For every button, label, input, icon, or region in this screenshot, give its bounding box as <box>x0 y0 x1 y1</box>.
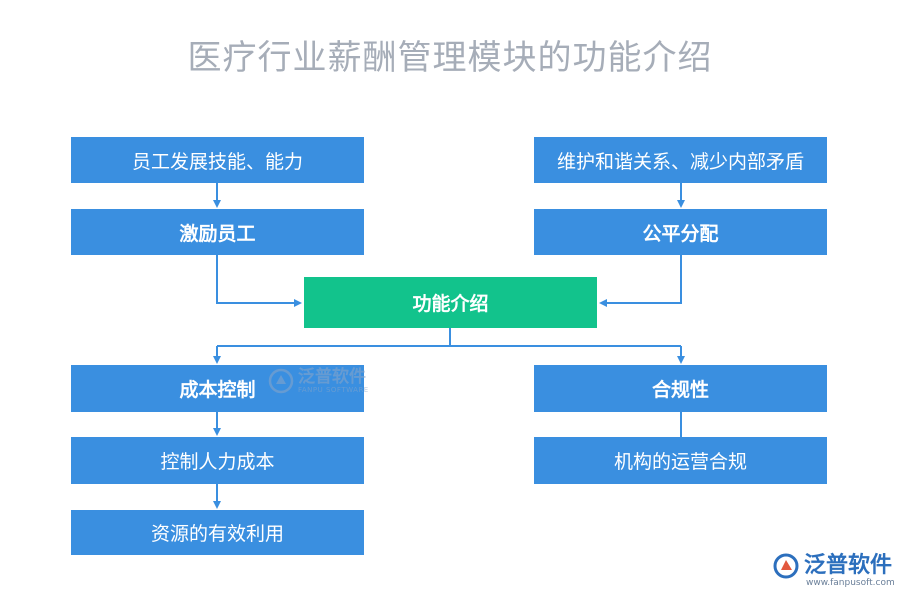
box-develop-skills: 员工发展技能、能力 <box>71 137 364 183</box>
box-control-labor-cost: 控制人力成本 <box>71 437 364 484</box>
box-function-intro: 功能介绍 <box>304 277 597 328</box>
box-fair-distribution: 公平分配 <box>534 209 827 255</box>
box-resource-utilization: 资源的有效利用 <box>71 510 364 555</box>
arrow-left-to-center <box>216 255 302 307</box>
watermark-logo-icon <box>268 368 294 394</box>
arrow-right-to-center <box>599 255 682 307</box>
box-operational-compliance: 机构的运营合规 <box>534 437 827 484</box>
diagram-title: 医疗行业薪酬管理模块的功能介绍 <box>187 38 713 78</box>
watermark-subtitle: FANPU SOFTWARE <box>298 385 369 394</box>
watermark: 泛普软件 FANPU SOFTWARE <box>268 368 369 394</box>
box-motivate-staff: 激励员工 <box>71 209 364 255</box>
watermark-name: 泛普软件 <box>298 366 366 387</box>
box-compliance: 合规性 <box>534 365 827 412</box>
box-cost-control: 成本控制 <box>71 365 364 412</box>
box-maintain-harmony: 维护和谐关系、减少内部矛盾 <box>534 137 827 183</box>
brand-logo: 泛普软件 www.fanpusoft.com <box>772 552 895 588</box>
logo-name: 泛普软件 <box>804 553 893 578</box>
logo-url: www.fanpusoft.com <box>806 578 895 588</box>
fanpu-logo-icon <box>773 553 799 579</box>
